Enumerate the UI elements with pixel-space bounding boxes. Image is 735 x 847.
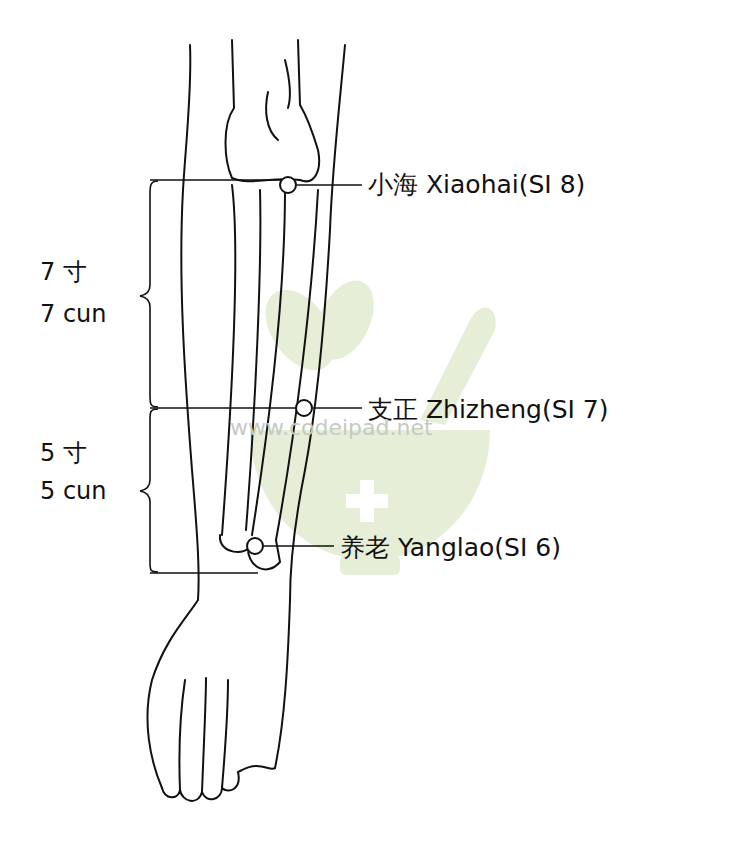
dimension-label: 7 cun [40, 301, 107, 327]
measure-brackets [140, 180, 296, 573]
acupoint-markers [247, 177, 312, 554]
dimension-label: 5 寸 [40, 440, 87, 466]
acupoint-label: 小海 Xiaohai(SI 8) [368, 171, 585, 199]
leader-lines [264, 185, 362, 546]
dimension-label: 7 寸 [40, 259, 87, 285]
bones [220, 40, 319, 569]
watermark: www.codeipad.net [230, 416, 433, 440]
dimension-label: 5 cun [40, 478, 107, 504]
acupoint-label: 养老 Yanglao(SI 6) [340, 534, 561, 562]
